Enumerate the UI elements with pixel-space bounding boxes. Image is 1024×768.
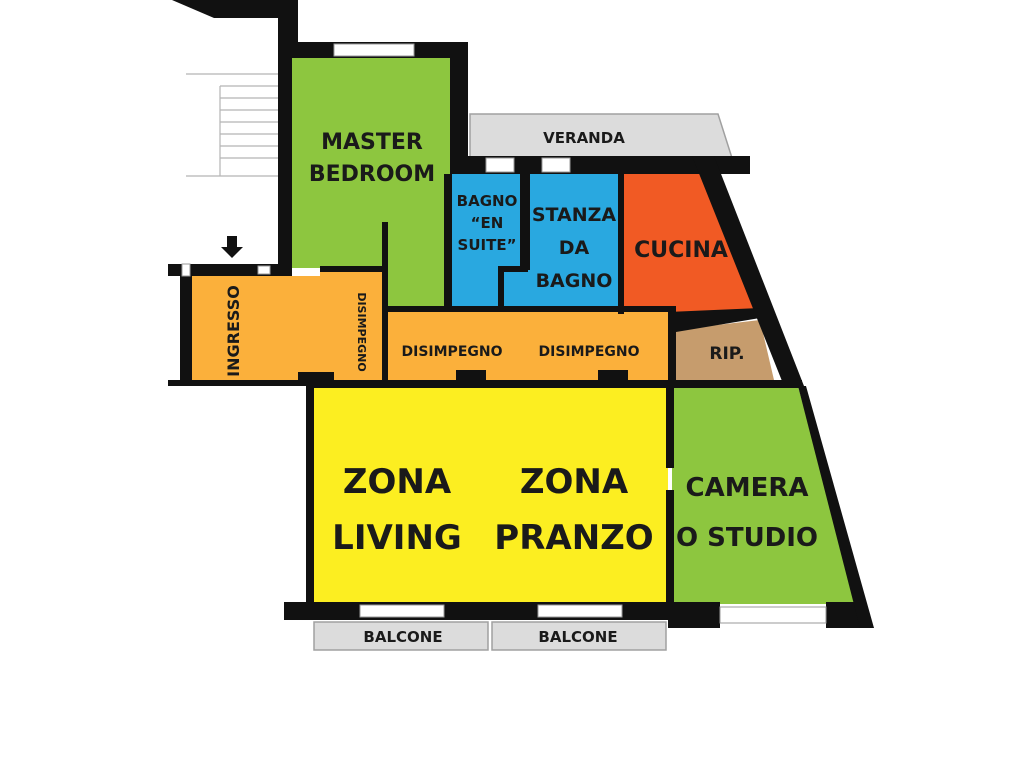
label-disimpegno-vertical: DISIMPEGNO <box>355 292 368 371</box>
room-ingresso <box>192 276 320 382</box>
label-ripostiglio: RIP. <box>709 344 744 364</box>
label-disimpegno-1: DISIMPEGNO <box>402 344 503 360</box>
room-zona-living-pranzo <box>312 386 668 604</box>
room-balcone-1 <box>313 621 489 651</box>
room-balcone-2 <box>491 621 667 651</box>
label-balcone-2: BALCONE <box>538 628 617 646</box>
label-cucina: CUCINA <box>634 238 728 263</box>
windows <box>181 43 827 624</box>
room-camera-studio <box>672 386 856 604</box>
room-master-bedroom <box>292 58 450 306</box>
label-veranda: VERANDA <box>543 129 625 147</box>
label-disimpegno-2: DISIMPEGNO <box>539 344 640 360</box>
room-ripostiglio <box>674 320 774 380</box>
room-disimpegno-vertical <box>320 268 386 382</box>
label-ingresso: INGRESSO <box>224 285 243 377</box>
arrow-down-icon <box>221 236 243 258</box>
wall-top-left <box>172 0 298 18</box>
room-stanza-da-bagno <box>502 174 620 308</box>
label-balcone-1: BALCONE <box>363 628 442 646</box>
staircase <box>186 73 278 177</box>
